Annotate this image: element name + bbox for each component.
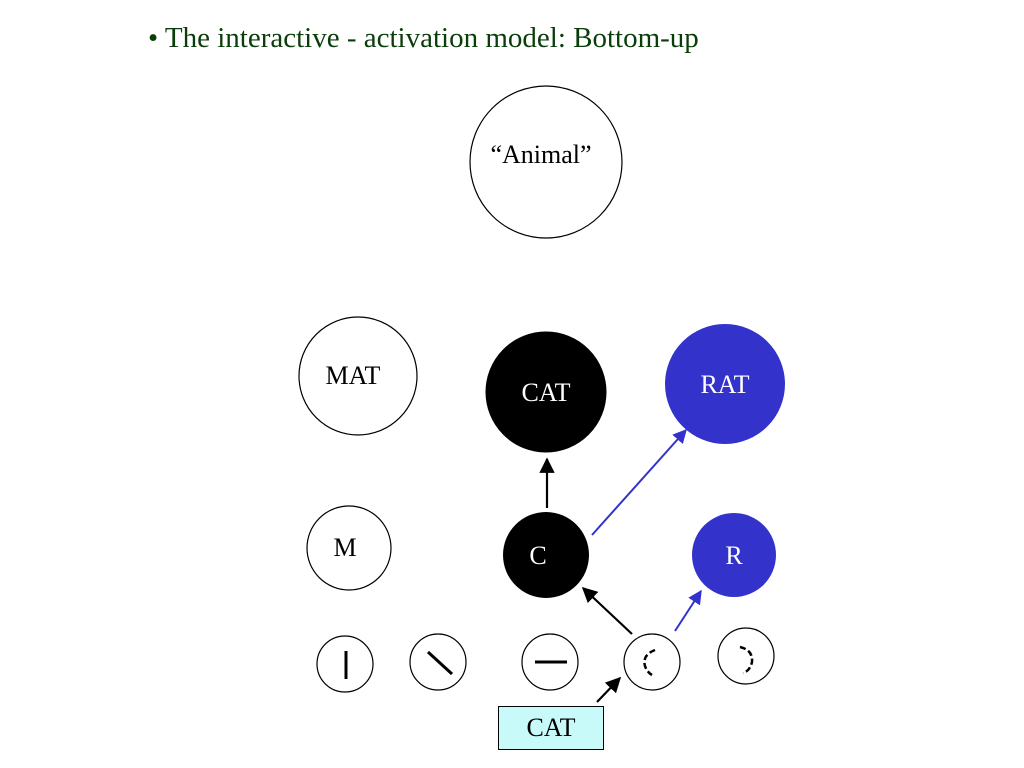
word-node-label: MAT <box>326 361 381 390</box>
input-word-box: CAT <box>498 706 604 750</box>
letter-node-circle <box>692 513 776 597</box>
diagonal-bar-icon <box>426 650 454 676</box>
feature-node-circle <box>623 633 681 691</box>
word-node-label: CAT <box>521 378 570 407</box>
letter-node-label: M <box>333 533 356 562</box>
feature-node-right-curve <box>717 627 775 685</box>
left-curve-icon <box>643 648 656 677</box>
feature-node-vertical <box>316 635 374 693</box>
feature-node-left-curve <box>623 633 681 691</box>
letter-node-label: C <box>529 541 546 570</box>
letter-node-r: R <box>692 513 776 597</box>
letter-node-c: C <box>503 512 589 598</box>
letter-node-label: R <box>725 541 743 570</box>
letter-node-m: M <box>306 505 392 591</box>
word-node-label: RAT <box>700 370 749 399</box>
arrow-c-to-rat <box>591 428 687 536</box>
concept-node-label: “Animal” <box>490 140 591 169</box>
word-node-rat: RAT <box>665 324 785 444</box>
feature-node-diagonal <box>409 633 467 691</box>
concept-node-animal: “Animal” <box>469 85 623 239</box>
arrow-input-to-curve <box>596 676 622 703</box>
right-curve-icon <box>739 645 754 675</box>
word-node-circle <box>485 331 607 453</box>
arrow-curve-to-r <box>674 589 702 632</box>
feature-node-horizontal <box>521 633 579 691</box>
arrow-curve-to-c <box>581 586 633 635</box>
letter-node-circle <box>306 505 392 591</box>
word-node-mat: MAT <box>298 316 418 436</box>
word-node-circle <box>298 316 418 436</box>
word-node-circle <box>665 324 785 444</box>
feature-node-circle <box>717 627 775 685</box>
concept-node-circle <box>469 85 623 239</box>
word-node-cat: CAT <box>485 331 607 453</box>
slide-title: • The interactive - activation model: Bo… <box>148 22 699 54</box>
letter-node-circle <box>503 512 589 598</box>
